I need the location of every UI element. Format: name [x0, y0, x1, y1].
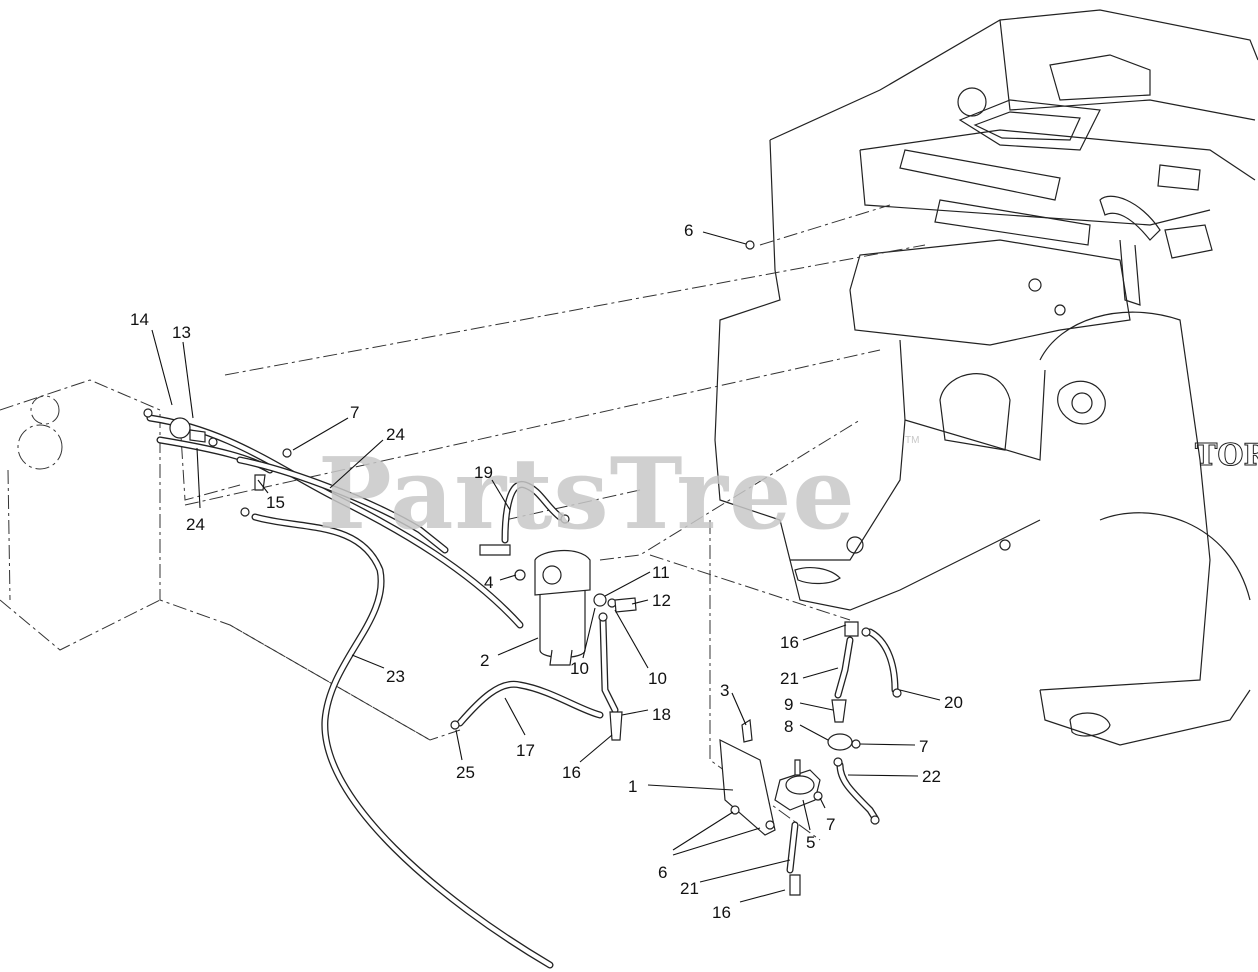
callout-label: 5	[806, 833, 815, 852]
callout-label: 13	[172, 323, 191, 342]
callout-label: 8	[784, 717, 793, 736]
callout-label: 7	[350, 403, 359, 422]
fuel-filter-assembly	[479, 544, 637, 666]
hoses	[146, 414, 899, 969]
callout-label: 21	[680, 879, 699, 898]
callout-label: 4	[484, 573, 493, 592]
callout-label: 17	[516, 741, 535, 760]
callout-label: 21	[780, 669, 799, 688]
callout-label: 2	[480, 651, 489, 670]
callout-label: 16	[780, 633, 799, 652]
callout-label: 6	[684, 221, 693, 240]
callout-label: 25	[456, 763, 475, 782]
partstree-watermark: PartsTree TM	[318, 435, 919, 552]
callout-label: 16	[562, 763, 581, 782]
leader-lines	[151, 231, 941, 903]
fuel-pump-and-bracket	[719, 699, 853, 896]
watermark-text: PartsTree	[318, 437, 856, 552]
callout-label: 3	[720, 681, 729, 700]
watermark-trademark: TM	[905, 435, 919, 446]
callout-label: 19	[474, 463, 493, 482]
callout-label: 10	[570, 659, 589, 678]
machine-brand-text: TOR	[1195, 438, 1258, 473]
callout-label: 22	[922, 767, 941, 786]
callout-label: 10	[648, 669, 667, 688]
callout-label: 12	[652, 591, 671, 610]
callout-label: 11	[652, 563, 670, 582]
machine-frame: TOR	[714, 9, 1258, 746]
callout-label: 23	[386, 667, 405, 686]
callout-label: 7	[919, 737, 928, 756]
callout-label: 24	[386, 425, 405, 444]
callout-label: 18	[652, 705, 671, 724]
callout-label: 16	[712, 903, 731, 922]
callout-label: 15	[266, 493, 285, 512]
fittings	[143, 240, 902, 830]
callout-label: 20	[944, 693, 963, 712]
callout-label: 7	[826, 815, 835, 834]
callout-label: 1	[628, 777, 637, 796]
callout-numbers: 14 13 7 24 24 15 19 4 11 12 2 10 10 18 1…	[130, 221, 963, 922]
callout-label: 9	[784, 695, 793, 714]
callout-label: 14	[130, 310, 149, 329]
callout-label: 24	[186, 515, 205, 534]
callout-label: 6	[658, 863, 667, 882]
